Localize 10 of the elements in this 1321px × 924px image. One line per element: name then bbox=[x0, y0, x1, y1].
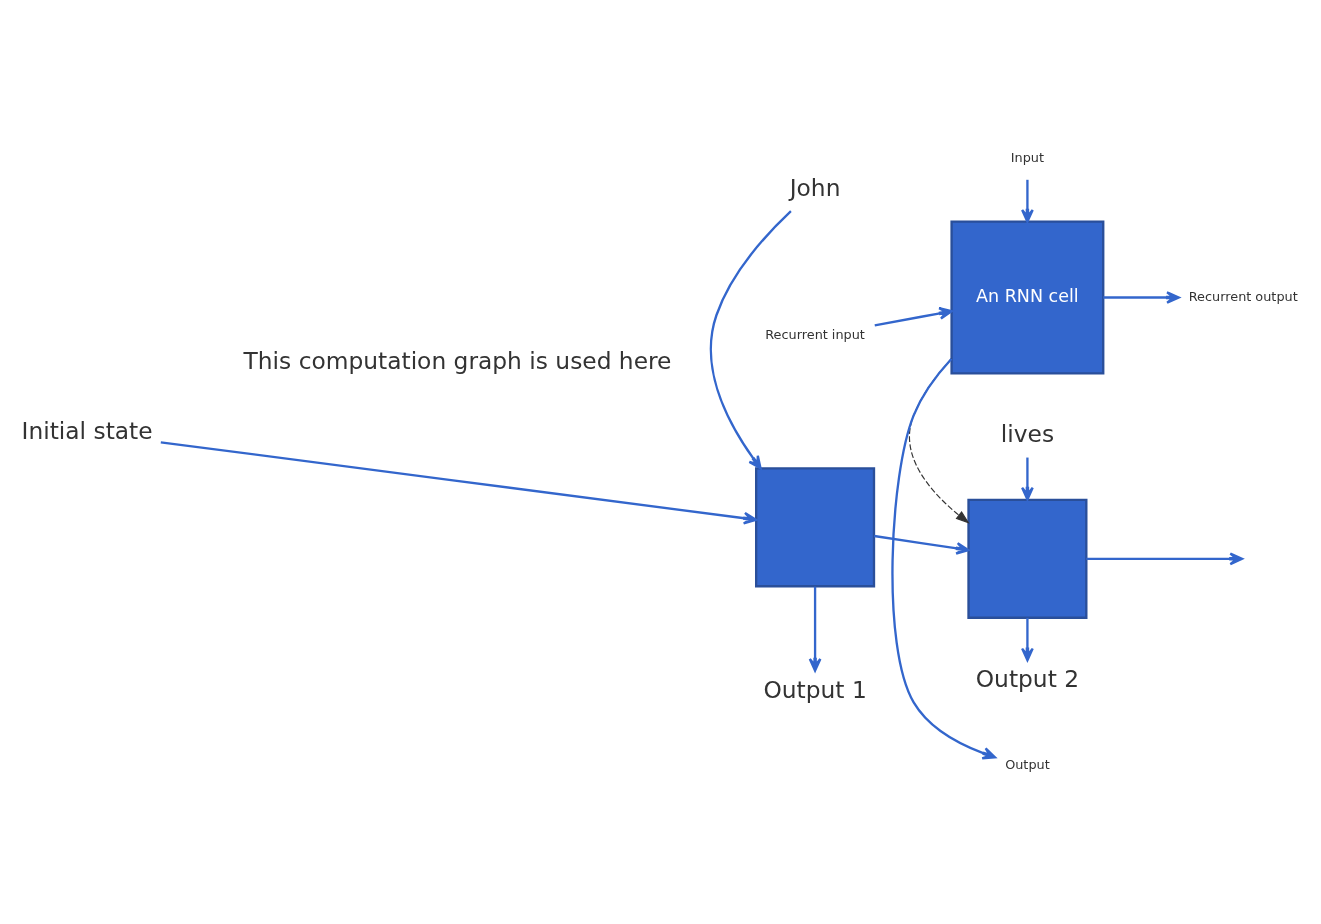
node-text: Recurrent output bbox=[1188, 288, 1298, 304]
node-text: Input bbox=[1010, 149, 1045, 165]
node-text: Output bbox=[1005, 756, 1050, 772]
node-text: lives bbox=[1000, 420, 1055, 449]
node-text: Recurrent input bbox=[765, 327, 865, 343]
node-text: Initial state bbox=[21, 416, 153, 445]
node-text: This computation graph is used here bbox=[243, 346, 672, 375]
node-text: John bbox=[789, 174, 841, 202]
node-text: Output 1 bbox=[763, 675, 867, 704]
node-text: Output 2 bbox=[975, 665, 1080, 694]
